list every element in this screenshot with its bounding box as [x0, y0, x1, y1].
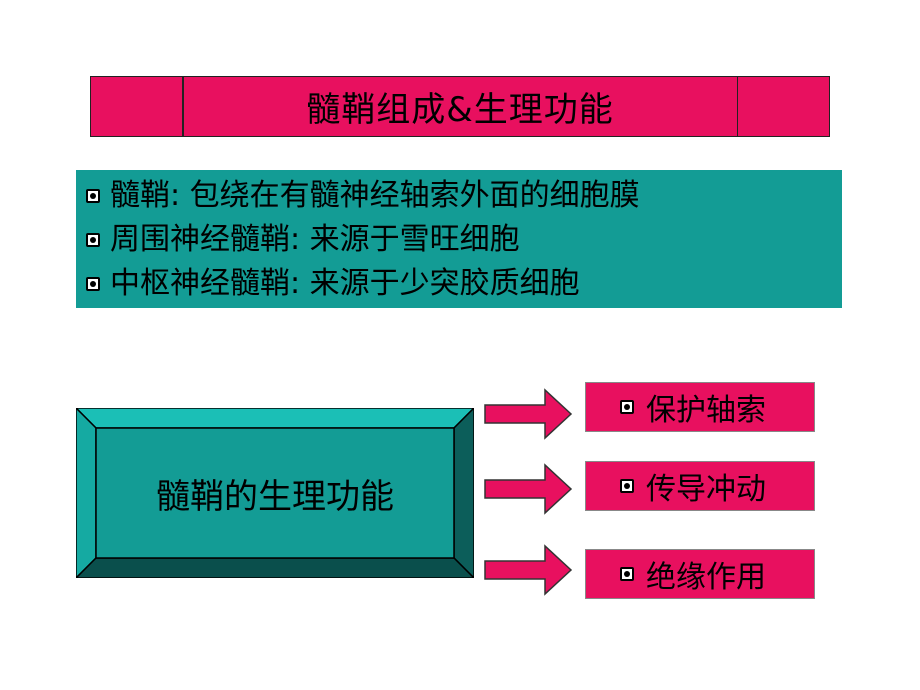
right-arrow-icon	[484, 544, 573, 596]
function-item-label: 绝缘作用	[646, 560, 766, 595]
definition-item: 髓鞘: 包绕在有髓神经轴索外面的细胞膜	[86, 174, 842, 218]
right-arrow-icon	[484, 388, 573, 440]
definition-text: 髓鞘: 包绕在有髓神经轴索外面的细胞膜	[110, 178, 640, 213]
square-bullet-icon	[86, 277, 100, 291]
function-box-label: 髓鞘的生理功能	[156, 476, 394, 517]
square-bullet-icon	[86, 189, 100, 203]
square-bullet-icon	[620, 400, 634, 414]
page-title: 髓鞘组成&生理功能	[306, 90, 614, 130]
title-divider-right	[736, 77, 738, 136]
definition-text: 中枢神经髓鞘: 来源于少突胶质细胞	[110, 266, 580, 301]
definition-item: 周围神经髓鞘: 来源于雪旺细胞	[86, 218, 842, 262]
square-bullet-icon	[620, 479, 634, 493]
title-bar: 髓鞘组成&生理功能	[90, 76, 830, 137]
square-bullet-icon	[86, 233, 100, 247]
definition-text: 周围神经髓鞘: 来源于雪旺细胞	[110, 222, 520, 257]
title-divider-left	[182, 77, 184, 136]
function-item-box: 保护轴索	[585, 382, 815, 432]
function-item-label: 保护轴索	[646, 393, 766, 428]
right-arrow-icon	[484, 463, 573, 515]
function-box: 髓鞘的生理功能	[74, 406, 476, 580]
definition-item: 中枢神经髓鞘: 来源于少突胶质细胞	[86, 262, 842, 306]
function-item-box: 绝缘作用	[585, 549, 815, 599]
function-item-label: 传导冲动	[646, 472, 766, 507]
function-item-box: 传导冲动	[585, 461, 815, 511]
definition-box: 髓鞘: 包绕在有髓神经轴索外面的细胞膜 周围神经髓鞘: 来源于雪旺细胞 中枢神经…	[76, 170, 842, 308]
square-bullet-icon	[620, 567, 634, 581]
